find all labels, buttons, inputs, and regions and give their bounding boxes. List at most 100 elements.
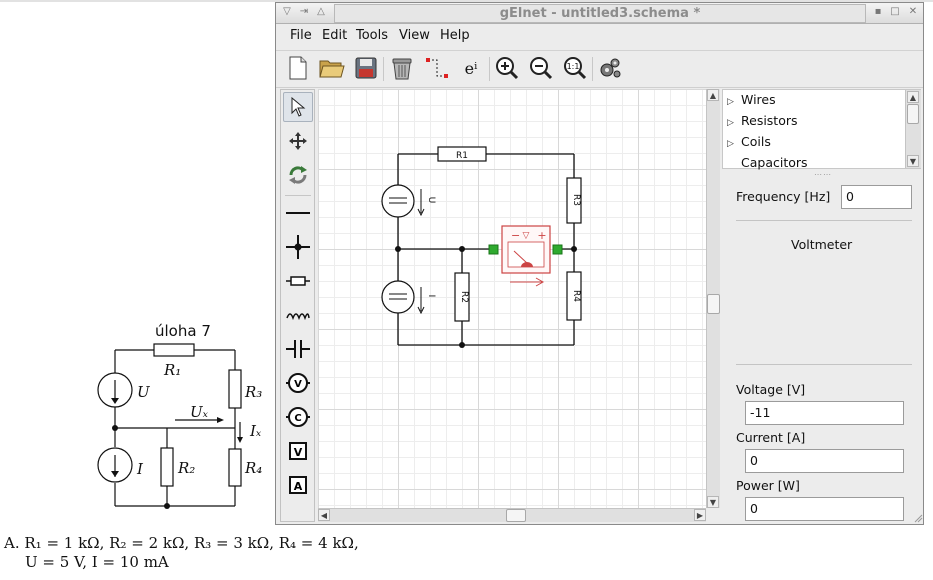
- menu-help[interactable]: Help: [440, 28, 470, 43]
- label-I: I: [136, 460, 144, 478]
- open-folder-icon[interactable]: [318, 54, 346, 82]
- scroll-up-icon[interactable]: ▲: [707, 89, 719, 101]
- voltmeter-component[interactable]: − ▽ +: [488, 225, 563, 287]
- resistor-R4[interactable]: R4: [566, 271, 582, 321]
- problem-title: úloha 7: [155, 322, 211, 340]
- current-source-I[interactable]: I: [381, 280, 436, 315]
- svg-text:R4: R4: [571, 290, 581, 302]
- voltage-source-icon[interactable]: V: [283, 368, 313, 398]
- tree-scroll-down-icon[interactable]: ▼: [907, 155, 919, 167]
- gelnet-window: ▽ ⇥ △ gElnet - untitled3.schema * ▪ □ ✕ …: [275, 2, 924, 525]
- expand-arrow-icon[interactable]: ▷: [727, 97, 734, 107]
- scroll-down-icon[interactable]: ▼: [707, 496, 719, 508]
- component-tree[interactable]: ▷Wires ▷Resistors ▷Coils Capacitors ▲ ▼: [722, 89, 921, 170]
- shade-icon[interactable]: ⇥: [299, 6, 309, 17]
- toolbar-separator: [592, 57, 593, 81]
- horizontal-scroll-thumb[interactable]: [506, 509, 526, 522]
- toolbar-separator: [383, 57, 384, 81]
- divider: [736, 220, 912, 221]
- minimize-icon[interactable]: ▪: [874, 6, 882, 17]
- node-icon[interactable]: [283, 232, 313, 262]
- current-field[interactable]: 0: [745, 449, 904, 473]
- current-label: Current [A]: [736, 430, 806, 445]
- new-file-icon[interactable]: [284, 54, 312, 82]
- tree-scroll-thumb[interactable]: [907, 104, 919, 124]
- frequency-label: Frequency [Hz]: [736, 189, 831, 204]
- svg-text:U: U: [426, 197, 436, 204]
- palette-separator: [285, 195, 311, 196]
- coil-icon[interactable]: [283, 300, 313, 330]
- vsource-label: V: [294, 379, 302, 390]
- schema-canvas[interactable]: R1 R3 R4 R2 U: [318, 89, 706, 508]
- zoom-out-icon[interactable]: [527, 54, 555, 82]
- menu-edit[interactable]: Edit: [322, 28, 348, 43]
- tree-item-capacitors[interactable]: Capacitors: [741, 155, 808, 170]
- save-icon[interactable]: [352, 54, 380, 82]
- menu-view[interactable]: View: [399, 28, 430, 43]
- rotate-icon[interactable]: [283, 160, 313, 190]
- resistor-R3[interactable]: R3: [566, 177, 582, 224]
- voltmeter-label: V: [294, 446, 303, 459]
- scroll-right-icon[interactable]: ▶: [694, 509, 706, 521]
- voltage-label: Voltage [V]: [736, 382, 806, 397]
- tree-item-wires[interactable]: ▷Wires: [727, 92, 776, 107]
- svg-text:R1: R1: [456, 151, 468, 161]
- window-menu-icon[interactable]: ▽: [283, 6, 291, 17]
- pane-resize-grip[interactable]: ⋯⋯: [814, 170, 832, 179]
- tree-scroll-up-icon[interactable]: ▲: [907, 91, 919, 103]
- frequency-input[interactable]: 0: [841, 185, 912, 209]
- toolbar: eⁱ 1:1: [276, 50, 923, 88]
- voltage-field[interactable]: -11: [745, 401, 904, 425]
- label-R4: R₄: [244, 459, 262, 477]
- tree-scrollbar[interactable]: ▲ ▼: [905, 90, 921, 168]
- resistor-icon[interactable]: [283, 266, 313, 296]
- pointer-icon[interactable]: [283, 92, 313, 122]
- scroll-left-icon[interactable]: ◀: [318, 509, 330, 521]
- divider: [736, 364, 912, 365]
- current-source-icon[interactable]: C: [283, 402, 313, 432]
- voltmeter-icon[interactable]: V: [283, 436, 313, 466]
- selected-component-name: Voltmeter: [791, 237, 853, 252]
- simulate-icon[interactable]: [596, 54, 624, 82]
- zoom-in-icon[interactable]: [493, 54, 521, 82]
- power-label: Power [W]: [736, 478, 800, 493]
- problem-values-line1: A. R₁ = 1 kΩ, R₂ = 2 kΩ, R₃ = 3 kΩ, R₄ =…: [4, 534, 359, 552]
- label-Ix: Iₓ: [249, 422, 262, 440]
- label-R2: R₂: [177, 459, 195, 477]
- tree-item-coils[interactable]: ▷Coils: [727, 134, 771, 149]
- component-palette: V C V A: [280, 89, 315, 522]
- vertical-scroll-thumb[interactable]: [707, 294, 720, 314]
- move-icon[interactable]: [283, 126, 313, 156]
- maximize-icon[interactable]: □: [890, 6, 900, 17]
- canvas-vertical-scrollbar[interactable]: ▲ ▼: [706, 89, 720, 508]
- tree-item-resistors[interactable]: ▷Resistors: [727, 113, 798, 128]
- capacitor-icon[interactable]: [283, 334, 313, 364]
- background-strip: [0, 0, 933, 2]
- resistor-R2[interactable]: R2: [454, 272, 470, 322]
- label-U: U: [137, 383, 151, 401]
- close-icon[interactable]: ✕: [908, 6, 918, 17]
- window-title: gElnet - untitled3.schema *: [334, 4, 866, 23]
- menu-tools[interactable]: Tools: [356, 28, 389, 43]
- wire-icon[interactable]: [283, 198, 313, 228]
- canvas-horizontal-scrollbar[interactable]: ◀ ▶: [318, 508, 706, 522]
- schema-drawing: R1 R3 R4 R2 U: [381, 146, 582, 348]
- voltage-source-U[interactable]: U: [381, 184, 436, 218]
- menu-file[interactable]: File: [290, 28, 312, 43]
- trash-icon[interactable]: [388, 54, 416, 82]
- textbook-circuit-diagram: U I R₁ R₃ R₄ R₂ Uₓ Iₓ: [97, 343, 262, 509]
- resistor-R1[interactable]: R1: [437, 146, 487, 162]
- expand-arrow-icon[interactable]: ▷: [727, 118, 734, 128]
- svg-text:R2: R2: [459, 291, 469, 303]
- window-resize-grip-icon[interactable]: [914, 514, 923, 523]
- power-field[interactable]: 0: [745, 497, 904, 521]
- label-R1: R₁: [163, 361, 181, 379]
- junction-nodes: [395, 246, 577, 348]
- exponent-icon[interactable]: eⁱ: [464, 58, 478, 78]
- ammeter-icon[interactable]: A: [283, 470, 313, 500]
- title-bar[interactable]: ▽ ⇥ △ gElnet - untitled3.schema * ▪ □ ✕: [276, 3, 923, 24]
- zoom-fit-icon[interactable]: 1:1: [561, 54, 589, 82]
- expand-arrow-icon[interactable]: ▷: [727, 139, 734, 149]
- wire-tool-icon[interactable]: [423, 54, 451, 82]
- above-icon[interactable]: △: [317, 6, 325, 17]
